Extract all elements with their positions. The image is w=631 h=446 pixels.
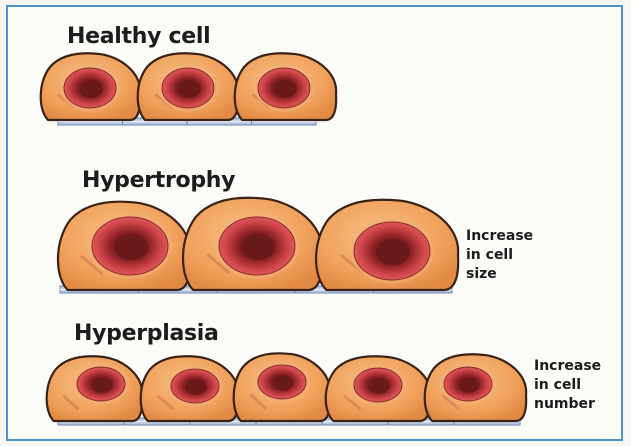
note-line: Increase bbox=[466, 227, 533, 246]
nucleolus bbox=[376, 239, 410, 265]
hypertrophied-cell bbox=[316, 200, 458, 290]
hypertrophied-cell bbox=[183, 198, 322, 290]
nucleolus bbox=[272, 375, 294, 390]
hyperplastic-cell bbox=[47, 356, 142, 421]
nucleolus bbox=[458, 377, 480, 392]
nucleolus bbox=[79, 80, 102, 98]
increase-cell-size-note: Increase in cell size bbox=[466, 227, 533, 284]
healthy-cell-title: Healthy cell bbox=[67, 24, 210, 49]
hyperplastic-cell bbox=[234, 353, 330, 421]
hyperplastic-cell bbox=[326, 356, 430, 421]
nucleolus bbox=[241, 234, 275, 260]
hypertrophy-title: Hypertrophy bbox=[82, 168, 235, 193]
note-line: in cell bbox=[466, 246, 533, 265]
hyperplastic-cell bbox=[141, 356, 238, 421]
hyperplastic-cell bbox=[425, 354, 526, 421]
hypertrophied-cell bbox=[58, 202, 190, 290]
nucleolus bbox=[185, 379, 207, 394]
nucleolus bbox=[177, 80, 200, 98]
nucleolus bbox=[368, 378, 390, 393]
note-line: Increase bbox=[534, 357, 601, 376]
increase-cell-number-note: Increase in cell number bbox=[534, 357, 601, 414]
note-line: in cell bbox=[534, 376, 601, 395]
nucleolus bbox=[114, 234, 148, 260]
healthy-cell bbox=[41, 53, 140, 120]
note-line: size bbox=[466, 265, 533, 284]
nucleolus bbox=[273, 80, 296, 98]
healthy-cell bbox=[235, 53, 336, 120]
hyperplasia-title: Hyperplasia bbox=[74, 321, 219, 346]
nucleolus bbox=[91, 377, 113, 392]
healthy-cell bbox=[138, 53, 238, 120]
note-line: number bbox=[534, 395, 601, 414]
